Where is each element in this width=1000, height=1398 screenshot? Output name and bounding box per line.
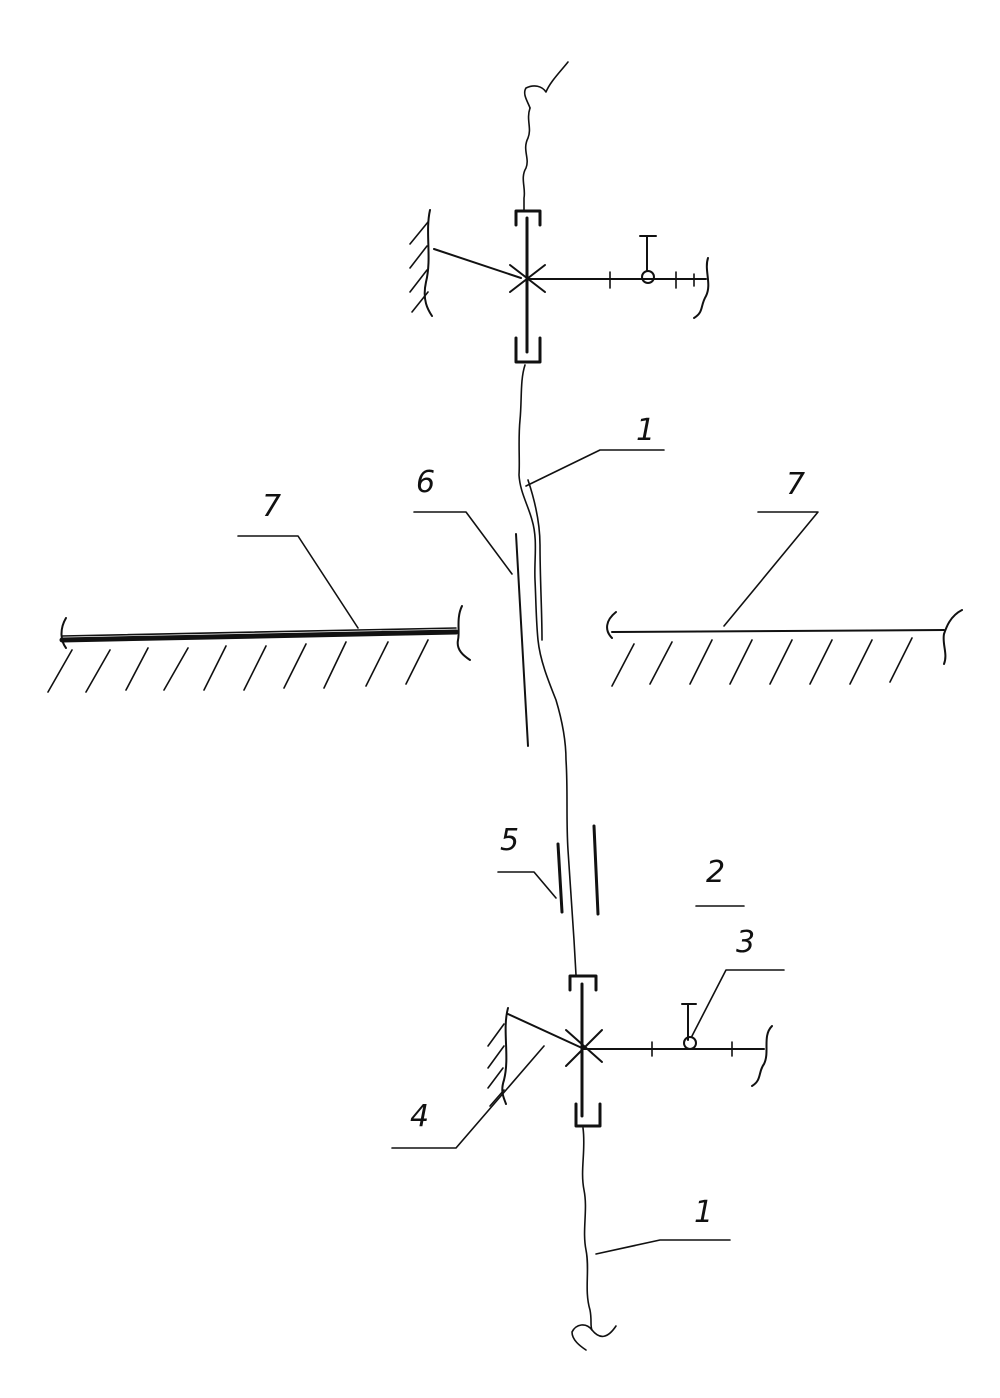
label-2: 2 [706,855,725,890]
leader-5 [497,871,557,899]
sleeve-5 [556,824,600,916]
label-6: 6 [416,465,435,500]
labels: 1 6 7 7 5 2 3 4 1 [262,413,805,1230]
wall-7-left [47,605,471,693]
leader-1-upper [525,449,665,487]
label-1-upper: 1 [636,413,655,448]
lower-bracket-top [568,974,598,992]
cable-1 [518,61,617,1351]
upper-clamp-assembly [409,209,710,364]
upper-bracket-top [514,209,542,227]
label-5: 5 [500,823,519,858]
label-7-right: 7 [786,467,805,502]
lower-bracket-bottom [574,1102,602,1128]
label-1-lower: 1 [694,1195,713,1230]
leader-7-right [723,511,819,627]
lower-clamp-assembly [487,974,773,1128]
leader-6 [413,511,513,575]
leader-7-left [237,535,359,629]
leader-3 [691,969,785,1037]
sleeve-6 [515,533,529,747]
label-4: 4 [410,1099,429,1134]
leader-1-lower [595,1239,731,1255]
label-7-left: 7 [262,489,281,524]
leader-4 [391,1045,545,1149]
label-3: 3 [736,925,755,960]
wall-7-right [606,609,963,687]
leader-lines [237,449,819,1255]
upper-bracket-bottom [514,336,542,364]
